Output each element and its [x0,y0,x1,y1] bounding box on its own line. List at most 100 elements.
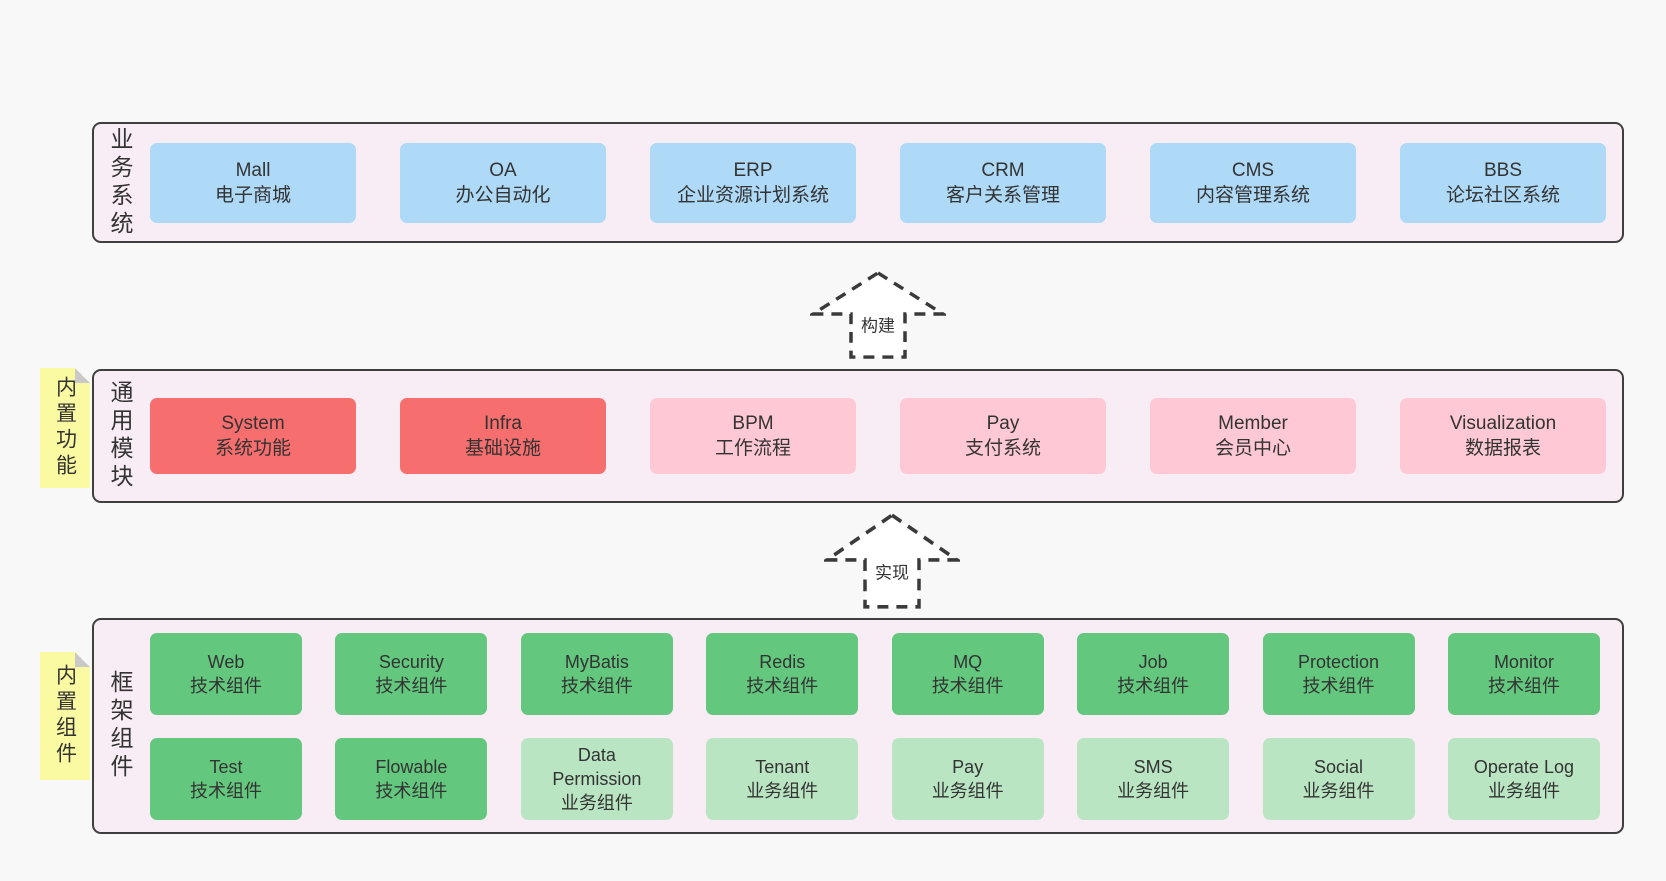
box-monitor-name: Monitor [1493,651,1554,672]
box-monitor: Monitor 技术组件 [1447,632,1600,715]
arrow-implement-up: 实现 [824,512,960,610]
box-tenant: Tenant 业务组件 [706,737,859,820]
box-erp-name: ERP [733,159,773,181]
framework-row-2: Test 技术组件 Flowable 技术组件 Data Permission … [150,737,1600,820]
box-pay-component: Pay 业务组件 [891,737,1044,820]
box-visualization-name: Visualization [1449,413,1557,434]
band-business-systems: 业务系统 Mall 电子商城 OA 办公自动化 ERP 企业资源计划系统 CRM… [92,122,1624,243]
box-web-name: Web [207,651,245,672]
box-redis: Redis 技术组件 [706,632,859,715]
sticky-built-in-components: 内置组件 [40,652,90,780]
box-sms-name: SMS [1133,756,1173,777]
box-operate-log-desc: 业务组件 [1487,780,1560,801]
box-crm: CRM 客户关系管理 [900,142,1106,223]
box-data-permission-desc: 业务组件 [560,792,633,813]
box-data-permission: Data Permission 业务组件 [520,737,673,820]
box-erp: ERP 企业资源计划系统 [650,142,856,223]
box-test: Test 技术组件 [150,737,302,820]
box-redis-name: Redis [759,651,806,672]
box-protection-desc: 技术组件 [1302,675,1375,696]
box-protection: Protection 技术组件 [1262,632,1415,715]
box-job-name: Job [1138,651,1168,672]
box-system: System 系统功能 [150,398,356,474]
box-oa-desc: 办公自动化 [455,184,551,206]
box-pay-component-name: Pay [952,756,984,777]
box-bbs-desc: 论坛社区系统 [1445,184,1560,206]
box-protection-name: Protection [1298,651,1380,672]
box-infra-name: Infra [483,413,523,434]
box-pay-module-desc: 支付系统 [964,438,1041,459]
box-mall: Mall 电子商城 [150,142,356,223]
band-framework-components: 框架组件 Web 技术组件 Security 技术组件 MyBatis 技术组件… [92,618,1624,834]
box-flowable-name: Flowable [375,756,448,777]
arrow-build-up: 构建 [810,270,946,360]
box-visualization-desc: 数据报表 [1464,438,1541,459]
box-mq: MQ 技术组件 [891,632,1044,715]
box-mybatis: MyBatis 技术组件 [520,632,673,715]
box-oa: OA 办公自动化 [400,142,606,223]
box-mq-name: MQ [953,651,983,672]
box-system-name: System [221,413,285,434]
band-common-label: 通用模块 [107,380,133,492]
box-oa-name: OA [489,159,517,181]
band-business-label: 业务系统 [107,126,133,239]
box-erp-desc: 企业资源计划系统 [676,184,829,206]
box-flowable: Flowable 技术组件 [335,737,488,820]
box-monitor-desc: 技术组件 [1487,675,1560,696]
box-member-name: Member [1218,413,1288,434]
box-social: Social 业务组件 [1262,737,1415,820]
box-sms: SMS 业务组件 [1077,737,1230,820]
framework-grid: Web 技术组件 Security 技术组件 MyBatis 技术组件 Redi… [150,620,1600,832]
box-mall-desc: 电子商城 [214,184,291,206]
box-visualization: Visualization 数据报表 [1400,398,1606,474]
box-social-name: Social [1314,756,1364,777]
box-redis-desc: 技术组件 [746,675,819,696]
box-bbs-name: BBS [1483,159,1523,181]
box-web: Web 技术组件 [150,632,302,715]
box-security: Security 技术组件 [335,632,488,715]
box-job-desc: 技术组件 [1117,675,1190,696]
box-operate-log-name: Operate Log [1473,756,1574,777]
box-bbs: BBS 论坛社区系统 [1400,142,1606,223]
box-sms-desc: 业务组件 [1117,780,1190,801]
box-cms: CMS 内容管理系统 [1150,142,1356,223]
box-flowable-desc: 技术组件 [375,780,448,801]
box-member: Member 会员中心 [1150,398,1356,474]
box-crm-desc: 客户关系管理 [945,184,1060,206]
box-bpm-desc: 工作流程 [714,438,791,459]
box-test-desc: 技术组件 [190,780,262,801]
box-security-name: Security [378,651,444,672]
box-data-permission-name: Data Permission [552,744,642,789]
band-framework-label: 框架组件 [107,670,133,782]
box-cms-name: CMS [1231,159,1275,181]
arrow-implement-label: 实现 [873,558,911,584]
box-cms-desc: 内容管理系统 [1195,184,1310,206]
box-pay-module-name: Pay [986,413,1020,434]
box-test-name: Test [209,756,243,777]
box-security-desc: 技术组件 [375,675,448,696]
box-infra: Infra 基础设施 [400,398,606,474]
business-box-row: Mall 电子商城 OA 办公自动化 ERP 企业资源计划系统 CRM 客户关系… [150,124,1606,241]
sticky-built-in-functions: 内置功能 [40,368,90,488]
box-bpm: BPM 工作流程 [650,398,856,474]
box-tenant-name: Tenant [755,756,810,777]
box-mybatis-desc: 技术组件 [560,675,633,696]
box-web-desc: 技术组件 [190,675,262,696]
box-mall-name: Mall [235,159,271,181]
box-job: Job 技术组件 [1077,632,1230,715]
box-crm-name: CRM [981,159,1025,181]
box-pay-component-desc: 业务组件 [931,780,1004,801]
box-pay-module: Pay 支付系统 [900,398,1106,474]
arrow-build-label: 构建 [859,311,897,337]
sticky-built-in-components-label: 内置组件 [53,664,77,768]
sticky-built-in-functions-label: 内置功能 [53,376,77,480]
box-operate-log: Operate Log 业务组件 [1447,737,1600,820]
framework-row-1: Web 技术组件 Security 技术组件 MyBatis 技术组件 Redi… [150,632,1600,715]
band-common-modules: 通用模块 System 系统功能 Infra 基础设施 BPM 工作流程 Pay… [92,369,1624,503]
box-member-desc: 会员中心 [1214,438,1291,459]
box-tenant-desc: 业务组件 [746,780,819,801]
box-bpm-name: BPM [732,413,774,434]
box-infra-desc: 基础设施 [464,438,541,459]
box-social-desc: 业务组件 [1302,780,1375,801]
box-mybatis-name: MyBatis [564,651,629,672]
